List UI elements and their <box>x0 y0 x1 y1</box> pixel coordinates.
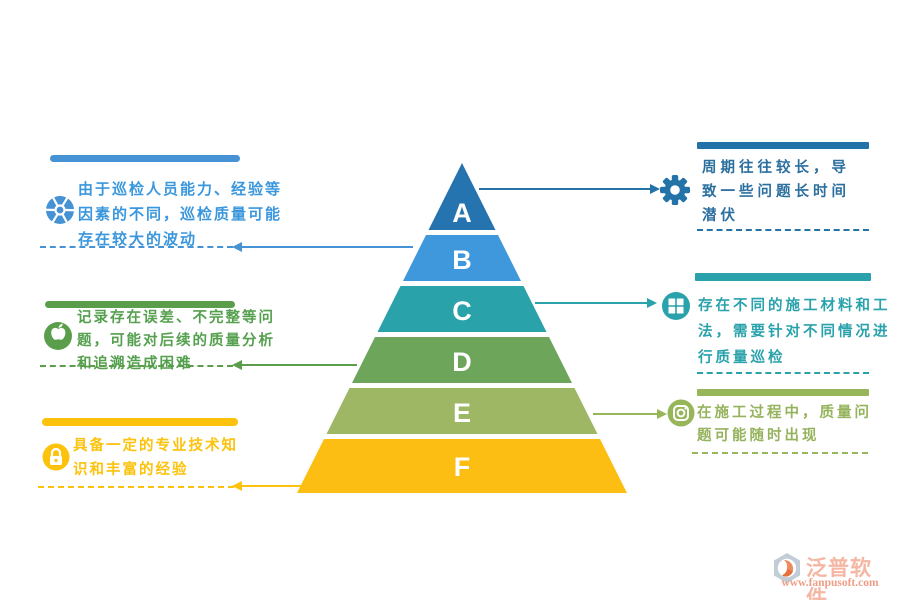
dashed-underline-left-3 <box>38 486 234 488</box>
windows-icon <box>662 292 690 320</box>
connector-line-e <box>593 413 657 415</box>
annotation-line: 在施工过程中，质量问 <box>697 405 872 421</box>
annotation-line: 因素的不同，巡检质量可能 <box>78 206 283 223</box>
fanpu-logo-icon <box>774 553 800 583</box>
accent-bar-right-2 <box>695 273 871 281</box>
annotation-line: 存在不同的施工材料和工 <box>698 298 891 314</box>
pyramid-label-a: A <box>452 198 472 228</box>
accent-bar-left-2 <box>45 301 235 308</box>
accent-bar-right-1 <box>697 142 869 149</box>
accent-bar-left-3 <box>42 418 238 426</box>
annotation-line: 周期往往较长，导 <box>702 160 850 176</box>
arrowhead-e <box>657 409 667 419</box>
accent-bar-right-3 <box>697 389 869 396</box>
aperture-icon <box>45 196 75 224</box>
dashed-underline-right-1 <box>697 229 869 231</box>
annotation-line: 题可能随时出现 <box>697 428 820 444</box>
annotation-block-right-1: 周期往往较长，导 致一些问题长时间 潜伏 <box>702 156 850 228</box>
annotation-block-left-2: 记录存在误差、不完整等问 题，可能对后续的质量分析 和追溯造成困难 <box>77 307 275 376</box>
connector-line-a <box>479 188 650 190</box>
arrowhead-d <box>232 360 242 370</box>
annotation-line: 致一些问题长时间 <box>702 184 850 200</box>
arrowhead-c <box>647 298 657 308</box>
pyramid-label-e: E <box>453 398 471 428</box>
pyramid-diagram: A B C D E F <box>297 163 627 493</box>
connector-line-d <box>241 364 357 366</box>
pyramid-label-d: D <box>452 347 472 377</box>
annotation-line: 由于巡检人员能力、经验等 <box>78 181 283 198</box>
annotation-line: 存在较大的波动 <box>78 231 198 248</box>
annotation-line: 识和丰富的经验 <box>73 462 189 478</box>
connector-line-f <box>241 485 303 487</box>
dashed-underline-right-2 <box>697 372 869 374</box>
annotation-block-left-1: 由于巡检人员能力、经验等 因素的不同，巡检质量可能 存在较大的波动 <box>78 177 282 252</box>
pyramid-level-a <box>428 163 496 230</box>
annotation-block-right-3: 在施工过程中，质量问 题可能随时出现 <box>697 402 872 448</box>
gear-icon <box>660 175 690 205</box>
connector-line-c <box>535 302 647 304</box>
accent-bar-left-1 <box>50 155 240 162</box>
pyramid-level-d <box>352 337 572 383</box>
arrowhead-a <box>650 184 660 194</box>
brand-url: www.fanpusoft.com <box>781 577 879 589</box>
annotation-line: 潜伏 <box>702 208 739 224</box>
annotation-line: 行质量巡检 <box>698 350 786 366</box>
lock-icon <box>42 443 70 471</box>
pyramid-label-b: B <box>452 245 472 275</box>
pyramid-label-f: F <box>454 452 471 482</box>
annotation-line: 题，可能对后续的质量分析 <box>77 333 275 349</box>
dashed-underline-right-3 <box>692 452 868 454</box>
pyramid-label-c: C <box>452 296 472 326</box>
annotation-block-right-2: 存在不同的施工材料和工 法，需要针对不同情况进 行质量巡检 <box>698 293 891 371</box>
annotation-line: 具备一定的专业技术知 <box>73 438 238 454</box>
pyramid-level-b <box>403 235 521 281</box>
annotation-line: 和追溯造成困难 <box>77 356 193 372</box>
annotation-line: 法，需要针对不同情况进 <box>698 324 891 340</box>
connector-line-b <box>241 246 413 248</box>
pyramid-level-e <box>326 388 598 434</box>
annotation-line: 记录存在误差、不完整等问 <box>77 310 275 326</box>
arrowhead-b <box>232 242 242 252</box>
dashed-underline-left-2 <box>40 365 233 367</box>
brand-watermark: 泛普软件 www.fanpusoft.com <box>768 548 892 600</box>
apple-icon <box>44 322 72 350</box>
brand-name: 泛普软件 <box>806 556 872 600</box>
dashed-underline-left-1 <box>40 246 233 248</box>
annotation-block-left-3: 具备一定的专业技术知 识和丰富的经验 <box>73 434 238 482</box>
arrowhead-f <box>232 481 242 491</box>
pyramid-level-c <box>377 286 547 332</box>
pyramid-level-f <box>297 439 627 493</box>
instagram-icon <box>667 399 695 427</box>
